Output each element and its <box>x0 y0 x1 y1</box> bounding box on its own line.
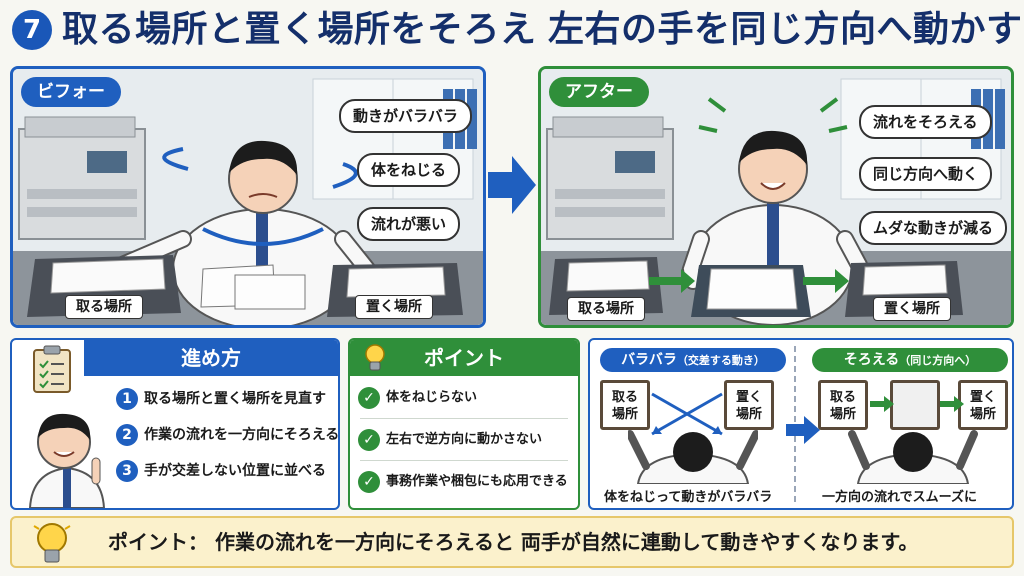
compare-left-card-pick: 取る場所 <box>600 380 650 430</box>
compare-right-title: そろえる（同じ方向へ） <box>812 348 1008 372</box>
guide-person-illustration <box>28 413 106 508</box>
bottom-banner: ポイント： 作業の流れを一方向にそろえると 両手が自然に連動して動きやすくなりま… <box>10 516 1014 568</box>
left-person-topview <box>628 430 758 484</box>
green-arrow-icon <box>870 396 894 412</box>
clipboard-icon <box>33 345 71 393</box>
card-label: 置く場所 <box>735 390 762 422</box>
check-icon: ✓ <box>358 428 380 451</box>
compare-left-title-text: バラバラ <box>621 352 677 368</box>
arrow-right-icon <box>488 156 536 214</box>
after-bubble-2: 同じ方向へ動く <box>859 157 993 191</box>
compare-right-title-text: そろえる <box>843 352 900 368</box>
compare-left-caption: 体をねじって動きがバラバラ <box>604 490 773 505</box>
before-tray-pick-label: 取る場所 <box>65 295 143 319</box>
point-item-1: ✓ 体をねじらない <box>358 384 477 412</box>
after-scene: アフター 流れをそろえる 同じ方向へ動く ムダな動きが減る 取る場所 置く場所 <box>538 66 1014 328</box>
after-label: アフター <box>549 77 649 107</box>
compare-right-subtitle: （同じ方向へ） <box>899 354 977 367</box>
step-number: 3 <box>116 460 138 482</box>
steps-title: 進め方 <box>84 340 338 376</box>
compare-right-card-pick: 取る場所 <box>818 380 868 430</box>
step-item-3: 3 手が交差しない位置に並べる <box>116 458 326 484</box>
step-item-1: 1 取る場所と置く場所を見直す <box>116 386 326 412</box>
after-bubble-1: 流れをそろえる <box>859 105 992 139</box>
compare-left-title: バラバラ（交差する動き） <box>600 348 786 372</box>
compare-right-caption: 一方向の流れでスムーズに <box>822 490 977 505</box>
green-arrow-icon <box>940 396 964 412</box>
point-text: 体をねじらない <box>386 390 478 405</box>
step-text: 作業の流れを一方向にそろえる <box>144 427 340 443</box>
points-panel: ポイント ✓ 体をねじらない ✓ 左右で逆方向に動かさない ✓ 事務作業や梱包にも応用… <box>348 338 580 510</box>
point-item-3: ✓ 事務作業や梱包にも応用できる <box>358 468 568 496</box>
page-title-part2: 左右の手を同じ方向へ動かす <box>548 9 1023 50</box>
right-person-topview <box>848 430 978 484</box>
point-text: 左右で逆方向に動かさない <box>386 432 543 447</box>
divider <box>360 460 568 461</box>
before-label: ビフォー <box>21 77 121 107</box>
point-text: 事務作業や梱包にも応用できる <box>386 474 568 489</box>
divider <box>360 418 568 419</box>
before-bubble-2: 体をねじる <box>357 153 461 187</box>
step-number: 1 <box>116 388 138 410</box>
arrow-right-icon <box>786 416 820 444</box>
card-label: 置く場所 <box>969 390 996 422</box>
before-tray-place-label: 置く場所 <box>355 295 433 319</box>
compare-left-subtitle: （交差する動き） <box>676 354 765 367</box>
compare-left-card-place: 置く場所 <box>724 380 774 430</box>
compare-right-card-place: 置く場所 <box>958 380 1008 430</box>
step-item-2: 2 作業の流れを一方向にそろえる <box>116 422 340 448</box>
after-bubble-3: ムダな動きが減る <box>859 211 1008 245</box>
before-scene: ビフォー 動きがバラバラ 体をねじる 流れが悪い 取る場所 置く場所 <box>10 66 486 328</box>
point-item-2: ✓ 左右で逆方向に動かさない <box>358 426 542 454</box>
title-bar: 7 取る場所と置く場所をそろえ 左右の手を同じ方向へ動かす <box>0 0 1024 62</box>
card-label: 取る場所 <box>611 390 638 422</box>
before-bubble-1: 動きがバラバラ <box>339 99 472 133</box>
after-tray-place-label: 置く場所 <box>873 297 951 321</box>
before-bubble-3: 流れが悪い <box>357 207 461 241</box>
step-number-badge: 7 <box>12 10 52 50</box>
step-text: 手が交差しない位置に並べる <box>144 463 326 479</box>
points-title-text: ポイント <box>424 346 504 370</box>
step-number: 2 <box>116 424 138 446</box>
lightbulb-icon <box>33 523 71 563</box>
check-icon: ✓ <box>358 386 380 409</box>
compare-panel: バラバラ（交差する動き） そろえる（同じ方向へ） 取る場所 置く場所 体をねじっ… <box>588 338 1014 510</box>
card-label: 取る場所 <box>829 390 856 422</box>
lightbulb-icon <box>365 344 385 371</box>
banner-text: ポイント： 作業の流れを一方向にそろえると 両手が自然に連動して動きやすくなりま… <box>108 530 919 554</box>
after-tray-pick-label: 取る場所 <box>567 297 645 321</box>
cross-arrows-icon <box>651 392 723 436</box>
step-text: 取る場所と置く場所を見直す <box>144 391 326 407</box>
check-icon: ✓ <box>358 470 380 493</box>
page-title-part1: 取る場所と置く場所をそろえ <box>62 9 537 50</box>
compare-right-card-middle <box>890 380 940 430</box>
steps-panel: 進め方 1 取る場所と置く場所を見直す 2 作業の流れを一方向にそろえる 3 手が交差… <box>10 338 340 510</box>
points-title: ポイント <box>350 340 578 376</box>
